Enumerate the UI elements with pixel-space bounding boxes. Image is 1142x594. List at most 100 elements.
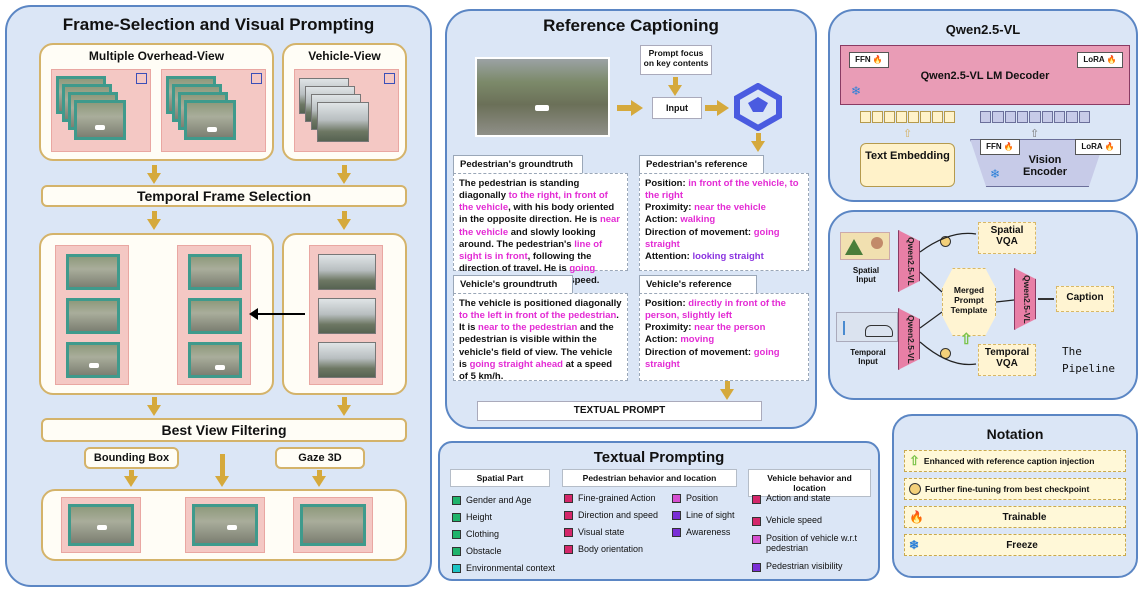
legend-item: Pedestrian visibility <box>752 561 872 572</box>
flame-icon: 🔥 <box>872 55 883 64</box>
temporal-input-icon <box>836 312 898 342</box>
spatial-input-icon <box>840 232 890 260</box>
legend-label: Body orientation <box>578 544 644 554</box>
decoder-lora: LoRA 🔥 <box>1077 52 1123 68</box>
checkpoint-icon <box>940 236 951 247</box>
reference-captioning-panel: Reference Captioning Prompt focus on key… <box>445 9 817 429</box>
text-tokens <box>860 111 955 123</box>
legend-swatch <box>564 544 573 554</box>
vision-encoder-label: Vision Encoder <box>1022 154 1067 178</box>
decoder-ffn: FFN 🔥 <box>849 52 889 68</box>
match-arrow <box>255 313 305 315</box>
vehicle-stack <box>294 69 399 152</box>
qwen-title: Qwen2.5-VL <box>945 22 1021 37</box>
legend-label: Direction and speed <box>578 510 659 520</box>
temporal-frame-selection-bar: Temporal Frame Selection <box>41 185 407 207</box>
reference-captioning-title: Reference Captioning <box>543 16 719 35</box>
veh-gt-box: The vehicle is positioned diagonally to … <box>453 293 628 382</box>
legend-swatch <box>452 563 461 573</box>
veh-gt-text: The vehicle is positioned diagonally to … <box>459 298 622 382</box>
legend-label: Obstacle <box>466 546 502 556</box>
notation-title: Notation <box>986 426 1044 442</box>
frame-selection-panel: Frame-Selection and Visual Prompting Mul… <box>5 5 432 587</box>
encoder-ffn: FFN 🔥 <box>980 139 1020 155</box>
snowflake-icon: ❄ <box>851 84 862 98</box>
vehicle-view-label: Vehicle-View <box>308 49 381 63</box>
spatial-vqa-box: Spatial VQA <box>978 222 1036 254</box>
legend-swatch <box>452 495 461 505</box>
flame-icon: 🔥 <box>909 510 924 524</box>
legend-label: Fine-grained Action <box>578 493 656 503</box>
ped-behavior-head: Pedestrian behavior and location <box>562 469 737 487</box>
snowflake-icon: ❄ <box>909 538 920 552</box>
green-arrow-icon: ⇧ <box>909 453 920 468</box>
text-embedding-box: Text Embedding <box>860 143 955 187</box>
legend-swatch <box>564 493 573 503</box>
legend-label: Height <box>466 512 493 522</box>
qwen-logo-icon <box>734 83 782 131</box>
textual-prompt-box: TEXTUAL PROMPT <box>477 401 762 421</box>
legend-item: Obstacle <box>452 546 562 556</box>
ped-ref-box: Position: in front of the vehicle, to th… <box>639 173 809 271</box>
lm-decoder: Qwen2.5-VL LM Decoder FFN 🔥 LoRA 🔥 ❄ <box>840 45 1130 105</box>
pipeline-panel: Spatial Input Temporal Input Qwen2.5-VL … <box>828 210 1138 400</box>
legend-label: Visual state <box>578 527 625 537</box>
legend-label: Position of vehicle w.r.t pedestrian <box>766 533 858 553</box>
pipeline-label: The Pipeline <box>1062 345 1115 375</box>
legend-label: Action and state <box>766 493 831 503</box>
legend-item: Clothing <box>452 529 562 539</box>
legend-label: Awareness <box>686 527 731 537</box>
best-view-filtering-bar: Best View Filtering <box>41 418 407 442</box>
frames-icon <box>251 73 262 84</box>
veh-ref-text: Position: directly in front of the perso… <box>645 298 786 370</box>
gaze-3d-label: Gaze 3D <box>275 447 365 469</box>
spatial-input-label: Spatial Input <box>852 266 880 284</box>
textual-prompting-title: Textual Prompting <box>593 449 725 466</box>
notation-injection: ⇧ Enhanced with reference caption inject… <box>904 450 1126 472</box>
legend-item: Direction and speed <box>564 510 674 520</box>
legend-label: Vehicle speed <box>766 515 823 525</box>
injection-arrow-icon: ⇧ <box>960 331 973 348</box>
legend-swatch <box>452 529 461 539</box>
legend-item: Body orientation <box>564 544 674 554</box>
legend-swatch <box>564 510 573 520</box>
encoder-lora: LoRA 🔥 <box>1075 139 1121 155</box>
legend-swatch <box>564 527 573 537</box>
overhead-view-label: Multiple Overhead-View <box>88 49 225 63</box>
ped-ref-title: Pedestrian's reference <box>639 155 764 174</box>
flame-icon: 🔥 <box>1104 142 1115 151</box>
legend-label: Line of sight <box>686 510 735 520</box>
legend-item: Awareness <box>672 527 742 537</box>
frames-icon <box>136 73 147 84</box>
caption-box: Caption <box>1056 286 1114 312</box>
spatial-part-head: Spatial Part <box>450 469 550 487</box>
selected-overhead-frames <box>39 233 274 395</box>
decoder-label: Qwen2.5-VL LM Decoder <box>920 70 1050 82</box>
legend-item: Fine-grained Action <box>564 493 674 503</box>
legend-item: Environmental context <box>452 563 562 573</box>
legend-item: Position <box>672 493 742 503</box>
legend-swatch <box>752 535 761 544</box>
textual-prompting-panel: Textual Prompting Spatial Part Pedestria… <box>438 441 880 581</box>
input-box: Input <box>652 97 702 119</box>
notation-panel: Notation ⇧ Enhanced with reference capti… <box>892 414 1138 578</box>
checkpoint-icon <box>909 483 921 495</box>
veh-behavior-head: Vehicle behavior and location <box>748 469 871 497</box>
vehicle-view-box: Vehicle-View <box>282 43 407 161</box>
temporal-input-label: Temporal Input <box>850 348 886 366</box>
flame-icon: 🔥 <box>1003 142 1014 151</box>
veh-gt-title: Vehicle's groundtruth <box>453 275 573 294</box>
legend-label: Pedestrian visibility <box>766 561 843 571</box>
temporal-vqa-box: Temporal VQA <box>978 344 1036 376</box>
ped-gt-text: The pedestrian is standing diagonally to… <box>459 178 621 287</box>
notation-finetune: Further fine-tuning from best checkpoint <box>904 478 1126 500</box>
legend-swatch <box>672 510 681 520</box>
qwen-panel: Qwen2.5-VL Qwen2.5-VL LM Decoder FFN 🔥 L… <box>828 9 1138 202</box>
legend-label: Environmental context <box>466 563 556 573</box>
legend-item: Position of vehicle w.r.t pedestrian <box>752 533 872 553</box>
merged-template-box: Merged Prompt Template <box>942 268 996 336</box>
legend-label: Position <box>686 493 719 503</box>
legend-swatch <box>752 517 761 526</box>
notation-freeze: ❄ Freeze <box>904 534 1126 556</box>
frames-icon <box>384 73 395 84</box>
